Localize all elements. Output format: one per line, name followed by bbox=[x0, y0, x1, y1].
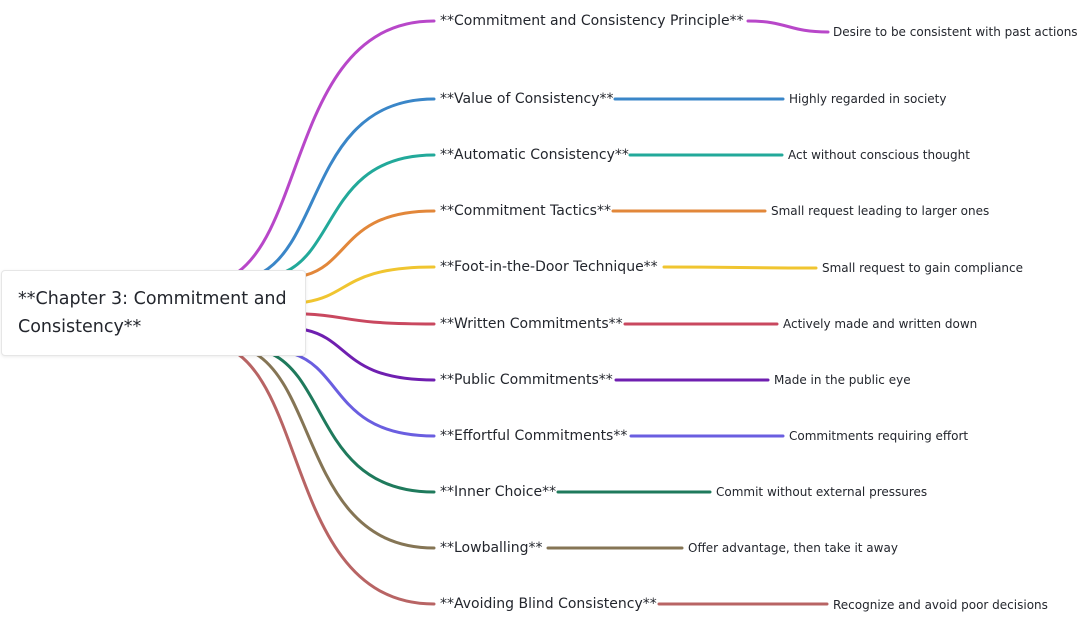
leaf-label-7[interactable]: Commitments requiring effort bbox=[789, 429, 969, 443]
root-node[interactable]: **Chapter 3: Commitment and Consistency*… bbox=[1, 270, 306, 356]
leaf-label-5[interactable]: Actively made and written down bbox=[783, 317, 978, 331]
branch-label-5[interactable]: **Written Commitments** bbox=[440, 316, 623, 332]
leaf-label-1[interactable]: Highly regarded in society bbox=[789, 92, 947, 106]
leaf-label-10[interactable]: Recognize and avoid poor decisions bbox=[833, 598, 1048, 612]
branch-connector-3 bbox=[304, 209, 436, 277]
branch-connector-8 bbox=[270, 352, 436, 494]
branch-connector-10 bbox=[236, 352, 436, 606]
leaf-connector-4 bbox=[662, 265, 818, 270]
branch-connector-0 bbox=[236, 19, 436, 274]
leaf-label-2[interactable]: Act without conscious thought bbox=[788, 148, 970, 162]
branch-connector-5 bbox=[304, 312, 436, 326]
leaf-label-3[interactable]: Small request leading to larger ones bbox=[771, 204, 990, 218]
leaf-connector-0 bbox=[746, 19, 830, 34]
branch-label-0[interactable]: **Commitment and Consistency Principle** bbox=[440, 13, 744, 29]
leaf-label-6[interactable]: Made in the public eye bbox=[774, 373, 911, 387]
branch-label-8[interactable]: **Inner Choice** bbox=[440, 484, 557, 500]
branch-label-10[interactable]: **Avoiding Blind Consistency** bbox=[440, 596, 657, 612]
leaf-label-9[interactable]: Offer advantage, then take it away bbox=[688, 541, 898, 555]
branch-connector-1 bbox=[261, 97, 436, 274]
branch-label-1[interactable]: **Value of Consistency** bbox=[440, 91, 614, 107]
branch-connector-6 bbox=[304, 328, 436, 382]
branch-connector-9 bbox=[254, 352, 436, 550]
leaf-label-0[interactable]: Desire to be consistent with past action… bbox=[833, 25, 1078, 39]
root-title: **Chapter 3: Commitment and Consistency*… bbox=[18, 289, 287, 337]
branch-label-2[interactable]: **Automatic Consistency** bbox=[440, 147, 629, 163]
branch-connector-7 bbox=[292, 352, 436, 438]
leaf-label-4[interactable]: Small request to gain compliance bbox=[822, 261, 1024, 275]
branch-connector-2 bbox=[283, 153, 436, 274]
branch-label-3[interactable]: **Commitment Tactics** bbox=[440, 203, 611, 219]
branch-label-6[interactable]: **Public Commitments** bbox=[440, 372, 613, 388]
branch-connector-4 bbox=[304, 265, 436, 304]
branch-label-9[interactable]: **Lowballing** bbox=[440, 540, 543, 556]
leaf-label-8[interactable]: Commit without external pressures bbox=[716, 485, 928, 499]
branch-label-7[interactable]: **Effortful Commitments** bbox=[440, 428, 628, 444]
branch-label-4[interactable]: **Foot-in-the-Door Technique** bbox=[440, 259, 658, 275]
